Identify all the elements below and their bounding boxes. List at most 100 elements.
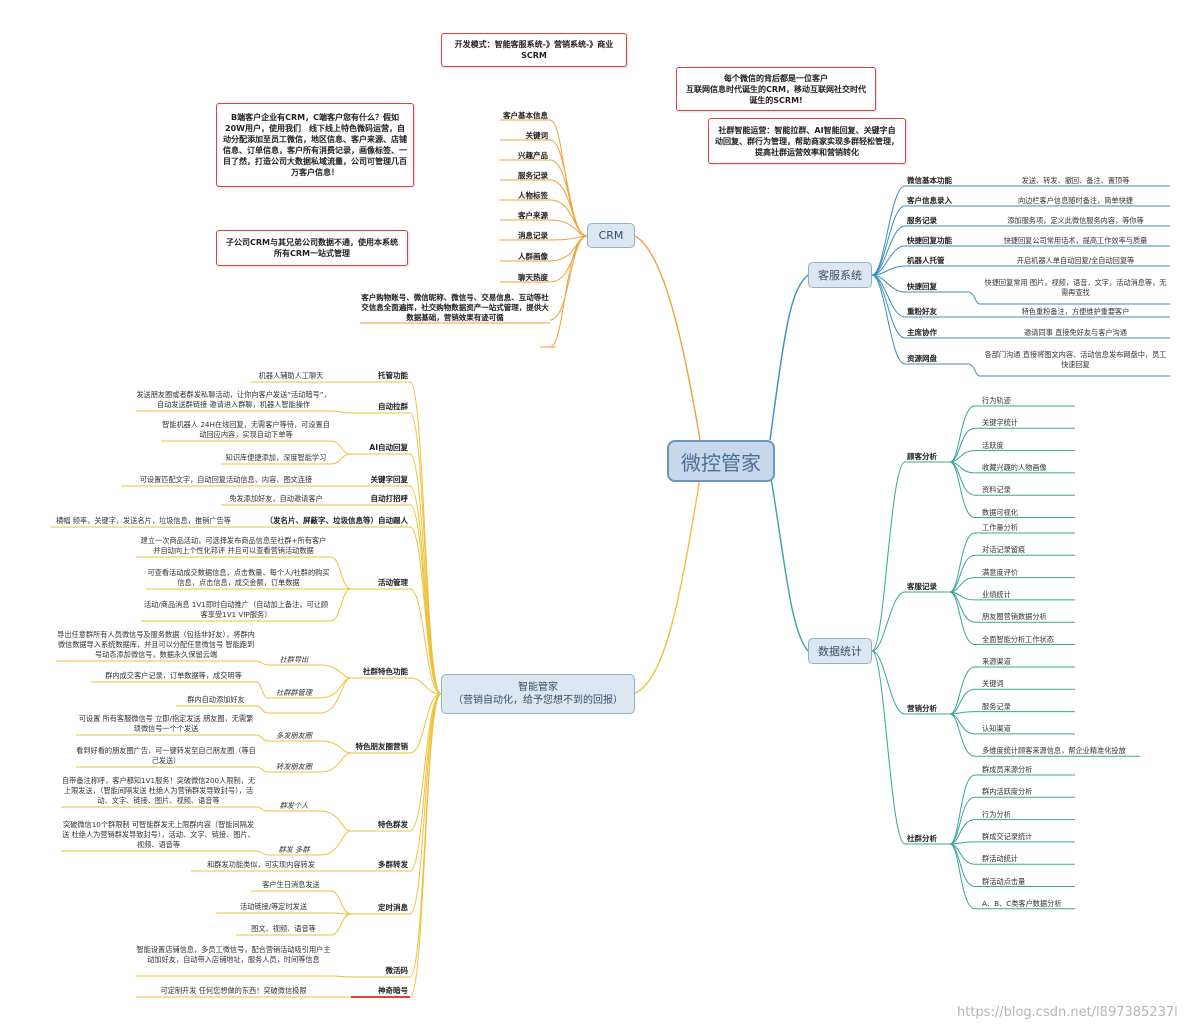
connector bbox=[255, 850, 269, 856]
crm-item[interactable]: 服务记录 bbox=[518, 171, 548, 180]
kefu-item-name[interactable]: 资源网盘 bbox=[907, 354, 937, 363]
smart-sub-name[interactable]: 转发朋友圈 bbox=[276, 762, 312, 771]
smart-group-name[interactable]: 社群特色功能 bbox=[363, 667, 408, 676]
crm-item[interactable]: 人物标签 bbox=[518, 191, 548, 200]
stats-item: 行为轨迹 bbox=[982, 396, 1011, 405]
smart-sub-name[interactable]: 群发个人 bbox=[279, 801, 309, 810]
note-subsidiary-text: 子公司CRM与其兄弟公司数据不通，使用本系统 所有CRM一站式管理 bbox=[226, 238, 398, 258]
connector bbox=[871, 650, 906, 715]
stats-group-name[interactable]: 客服记录 bbox=[907, 582, 937, 591]
kefu-item-desc: 各部门沟通 直接将图文内容、活动信息发布网盘中，员工快速回复 bbox=[984, 350, 1167, 369]
smart-desc: 免发添加好友，自动邀请客户 bbox=[229, 494, 323, 503]
connector bbox=[330, 410, 352, 414]
kefu-item-desc: 特色重粉备注，方便维护重要客户 bbox=[1021, 307, 1130, 316]
smart-group-name[interactable]: （发名片、屏蔽字、垃圾信息等）自动踢人 bbox=[265, 516, 409, 525]
smart-group-name[interactable]: 关键字回复 bbox=[370, 475, 409, 484]
connector bbox=[409, 693, 442, 832]
kefu-item-name[interactable]: 重粉好友 bbox=[907, 307, 937, 316]
smart-sub-desc: 可设置 所有客服微信号 立即/指定发送 朋友圈，无需繁琐微信号一个个发送 bbox=[78, 714, 254, 733]
smart-desc: 智能设置店铺信息，多员工微信号，配合营销活动吸引用户主动加好友，自动带入店铺地址… bbox=[136, 945, 331, 964]
note-b2c-text: B端客户企业有CRM，C端客户您有什么？假如20W用户，使用我们 线下线上特色微… bbox=[223, 113, 407, 177]
kefu-item-name[interactable]: 客户信息录入 bbox=[907, 196, 952, 205]
connector bbox=[255, 806, 269, 812]
stats-item: 群活动统计 bbox=[982, 854, 1018, 864]
kefu-item-name[interactable]: 快捷回复 bbox=[907, 282, 937, 291]
smart-group-name[interactable]: 特色群发 bbox=[378, 820, 408, 829]
stats-item: A、B、C类客户数据分析 bbox=[982, 898, 1062, 908]
kefu-item-name[interactable]: 服务记录 bbox=[907, 216, 937, 225]
smart-group-name[interactable]: 活动管理 bbox=[378, 578, 408, 587]
branch-stats[interactable]: 数据统计 bbox=[808, 638, 872, 664]
stats-group-name[interactable]: 社群分析 bbox=[907, 834, 937, 843]
smart-sub-desc: 群内自动添加好友 bbox=[187, 695, 245, 704]
kefu-item-name[interactable]: 快捷回复功能 bbox=[907, 236, 952, 245]
connector bbox=[409, 485, 442, 695]
connector bbox=[949, 405, 976, 463]
connector bbox=[330, 556, 352, 590]
connector bbox=[319, 664, 352, 679]
smart-group-name[interactable]: 定时消息 bbox=[378, 903, 408, 912]
stats-item: 关键字统计 bbox=[982, 418, 1018, 428]
connector bbox=[330, 890, 352, 915]
branch-smart[interactable]: 智能管家 （营销自动化，给予您想不到的回报） bbox=[441, 674, 635, 714]
connector bbox=[949, 461, 976, 496]
branch-smart-sublabel: （营销自动化，给予您想不到的回报） bbox=[453, 695, 623, 706]
connector bbox=[330, 588, 352, 622]
smart-sub-name[interactable]: 社群导出 bbox=[279, 655, 309, 664]
smart-sub-name[interactable]: 社群群管理 bbox=[276, 688, 312, 697]
smart-desc: 建立一次商品活动，可选择发布商品信息至社群+所有客户 并自动向上个性化邦评 并且… bbox=[140, 536, 327, 555]
note-dev-mode-text: 开发模式：智能客服系统-》营销系统-》商业SCRM bbox=[454, 40, 614, 60]
connector bbox=[949, 774, 976, 845]
kefu-item-desc: 开启机器人单自动回复/全自动回复等 bbox=[1016, 256, 1135, 265]
smart-sub-name[interactable]: 多发朋友圈 bbox=[276, 731, 312, 740]
smart-group-name[interactable]: AI自动回复 bbox=[369, 443, 408, 452]
note-subsidiary: 子公司CRM与其兄弟公司数据不通，使用本系统 所有CRM一站式管理 bbox=[216, 230, 408, 266]
smart-desc: 可设置匹配文字，自动回复活动信息、内容、图文连接 bbox=[139, 475, 313, 484]
stats-item: 认知渠道 bbox=[982, 723, 1011, 733]
smart-sub-name[interactable]: 群发 多群 bbox=[278, 845, 310, 854]
kefu-item-desc: 快捷回复公司常用话术，提高工作效率与质量 bbox=[1003, 236, 1148, 245]
note-dev-mode: 开发模式：智能客服系统-》营销系统-》商业SCRM bbox=[441, 33, 627, 67]
smart-group-name[interactable]: 自动拉群 bbox=[378, 402, 408, 411]
connector bbox=[949, 819, 976, 845]
stats-group-name[interactable]: 顾客分析 bbox=[907, 452, 937, 461]
connector bbox=[409, 693, 442, 915]
crm-item[interactable]: 客户基本信息 bbox=[503, 111, 548, 120]
crm-item[interactable]: 客户来源 bbox=[518, 211, 548, 220]
crm-item[interactable]: 聊天热度 bbox=[518, 273, 548, 282]
smart-group-name[interactable]: 多群转发 bbox=[378, 860, 408, 869]
stats-item: 工作量分析 bbox=[982, 523, 1018, 532]
kefu-item-name[interactable]: 机器人托管 bbox=[907, 256, 945, 265]
kefu-item-name[interactable]: 微信基本功能 bbox=[907, 176, 952, 185]
connector bbox=[949, 427, 976, 463]
connector bbox=[949, 843, 976, 887]
crm-item[interactable]: 关键词 bbox=[525, 131, 549, 140]
smart-group-name[interactable]: 托管功能 bbox=[378, 371, 408, 380]
connector bbox=[949, 713, 976, 757]
connector bbox=[871, 205, 906, 276]
smart-desc: 活动链接/等定时发送 bbox=[239, 902, 308, 911]
smart-group-name[interactable]: 微活码 bbox=[385, 966, 409, 975]
smart-group-name[interactable]: 神奇暗号 bbox=[378, 986, 408, 995]
connector bbox=[949, 450, 976, 463]
smart-group-name[interactable]: 自动打招呼 bbox=[370, 494, 409, 503]
connector bbox=[871, 245, 906, 276]
smart-desc: 横幅 频率，关键字，发送名片，垃圾信息，推销广告等 bbox=[56, 516, 231, 525]
kefu-item-desc: 添加服务项，定义此微信服务内容，等你等 bbox=[1007, 216, 1144, 225]
stats-group-name[interactable]: 营销分析 bbox=[907, 704, 937, 713]
smart-desc: 活动/商品消息 1V1即时自动推广（自动加上备注，可让顾客享受1V1 VIP服务… bbox=[143, 600, 329, 619]
crm-item[interactable]: 兴趣产品 bbox=[518, 151, 548, 160]
branch-kefu[interactable]: 客服系统 bbox=[808, 262, 872, 288]
connector bbox=[255, 705, 269, 714]
stats-item: 行为分析 bbox=[982, 809, 1011, 819]
crm-item[interactable]: 人群画像 bbox=[518, 252, 548, 261]
crm-item[interactable]: 消息记录 bbox=[518, 231, 548, 240]
kefu-item-name[interactable]: 主席协作 bbox=[907, 328, 937, 337]
smart-group-name[interactable]: 特色朋友圈营销 bbox=[355, 742, 409, 751]
smart-desc: 机器人辅助人工聊天 bbox=[258, 371, 324, 380]
branch-crm[interactable]: CRM bbox=[587, 223, 635, 248]
stats-item: 满意度评价 bbox=[982, 567, 1018, 577]
stats-item: 资料记录 bbox=[982, 485, 1011, 495]
central-topic[interactable]: 微控管家 bbox=[667, 440, 775, 482]
stats-item: 多维度统计顾客来源信息，帮企业精准化投放 bbox=[982, 746, 1126, 756]
